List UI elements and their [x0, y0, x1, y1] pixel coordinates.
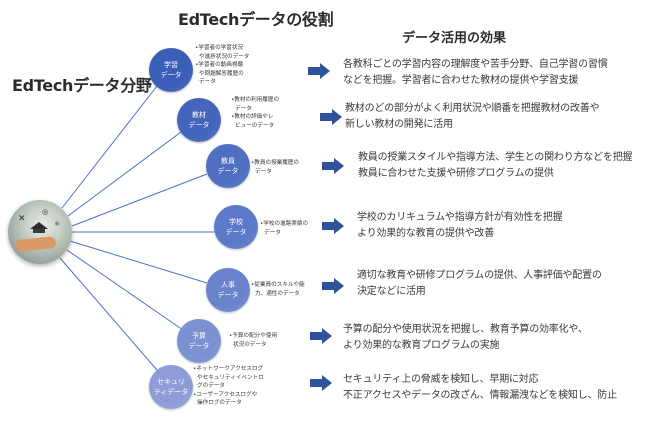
node-security-data: セキュリ ティデータ — [149, 365, 193, 409]
bullet-line: データ — [235, 105, 252, 112]
effect-line: 各教科ごとの学習内容の理解度や苦手分野、自己学習の習慣 — [343, 59, 608, 70]
bullets-teacher: •教員の授業履歴の データ — [251, 159, 299, 176]
node-label: ティデータ — [153, 388, 189, 396]
node-label: データ — [225, 228, 247, 236]
bullets-school: •学校の進路実績の データ — [260, 220, 308, 237]
effect-line: より効果的な教育の提供や改善 — [357, 228, 494, 239]
effect-line: 教材のどの部分がよく利用状況や順番を把握教材の改善や — [345, 103, 600, 114]
connector-line-teacher — [71, 173, 208, 227]
effect-line: 適切な教育や研修プログラムの提供、人事評価や配置の — [357, 270, 602, 281]
node-label: 予算 — [192, 332, 206, 340]
bullet-line: データ — [255, 168, 272, 175]
bullet-line: •予算の配分や使用 — [229, 333, 278, 339]
bullet-line: •学習者の動画視聴 — [195, 62, 244, 69]
effect-line: 新しい教材の開発に活用 — [345, 119, 453, 130]
bullet-line: •教材の利用履歴の — [231, 97, 280, 103]
node-label: 学習 — [164, 61, 178, 69]
node-label: データ — [160, 71, 182, 79]
bullet-line: •従業員のスキルや能 — [251, 282, 305, 288]
effect-line: 教員に合わせた支援や研修プログラムの提供 — [358, 168, 554, 179]
effect-line: 学校のカリキュラムや指導方針が有効性を把握 — [357, 212, 563, 223]
effect-line: セキュリティ上の脅威を検知し、早期に対応 — [343, 374, 539, 385]
node-teacher-data: 教員 データ — [206, 144, 250, 188]
bullet-line: ビューのデータ — [235, 122, 275, 129]
bullet-line: •教材の評価やレ — [231, 114, 274, 121]
molecule-icon: ✕ — [18, 214, 26, 224]
node-label: 教材 — [192, 111, 206, 119]
node-label: データ — [217, 167, 239, 175]
connector-line-budget — [66, 249, 184, 331]
bullet-line: 状況のデータ — [233, 341, 267, 348]
node-school-data: 学校 データ — [214, 205, 258, 249]
effect-line: 教員の授業スタイルや指導方法、学生との関わり方などを把握 — [358, 152, 633, 163]
bullet-line: •ユーザーアクセスログや — [193, 391, 258, 398]
bullets-learning: •学習者の学習状況 や進捗状況のデータ •学習者の動画視聴 や問題解答履歴の デ… — [195, 44, 249, 87]
bullet-line: やセキュリティイベントロ — [197, 374, 264, 381]
main-title: EdTechデータの役割 — [178, 10, 334, 29]
node-learning-data: 学習 データ — [149, 48, 193, 92]
node-materials-data: 教材 データ — [177, 98, 221, 142]
right-arrow-icon — [322, 218, 344, 234]
effect-security: セキュリティ上の脅威を検知し、早期に対応 不正アクセスやデータの改ざん、情報漏洩… — [343, 372, 617, 404]
effect-school: 学校のカリキュラムや指導方針が有効性を把握 より効果的な教育の提供や改善 — [357, 210, 563, 242]
node-label: セキュリ — [157, 378, 185, 386]
effect-teacher: 教員の授業スタイルや指導方法、学生との関わり方などを把握 教員に合わせた支援や研… — [358, 150, 633, 182]
open-hand-icon — [15, 235, 57, 253]
connector-line-learning — [61, 85, 158, 209]
effect-line: などを把握。学習者に合わせた教材の提供や学習支援 — [343, 75, 579, 86]
bullet-line: グのデータ — [197, 383, 225, 390]
connector-line-materials — [67, 131, 182, 217]
bullets-security: •ネットワークアクセスログ やセキュリティイベントロ グのデータ •ユーザーアク… — [193, 365, 264, 408]
atom-icon: ⚛ — [54, 220, 61, 228]
edtech-hub-image: ◎ ✕ ⚛ — [8, 200, 72, 264]
right-arrow-icon — [310, 328, 332, 344]
node-budget-data: 予算 データ — [177, 319, 221, 363]
effect-learning: 各教科ごとの学習内容の理解度や苦手分野、自己学習の習慣 などを把握。学習者に合わ… — [343, 57, 608, 89]
effect-line: より効果的な教育プログラムの実施 — [343, 340, 500, 351]
node-label: データ — [188, 121, 210, 129]
graduation-cap-icon — [30, 222, 48, 229]
effect-budget: 予算の配分や使用状況を把握し、教育予算の効率化や、 より効果的な教育プログラムの… — [343, 322, 588, 354]
right-arrow-icon — [322, 278, 344, 294]
connector-line-security — [59, 257, 158, 371]
effect-materials: 教材のどの部分がよく利用状況や順番を把握教材の改善や 新しい教材の開発に活用 — [345, 101, 600, 133]
effect-line: 不正アクセスやデータの改ざん、情報漏洩などを検知し、防止 — [343, 390, 617, 401]
bullet-line: 力、適性のデータ — [255, 290, 300, 297]
node-hr-data: 人事 データ — [206, 268, 250, 312]
right-arrow-icon — [322, 158, 344, 174]
effect-line: 決定などに活用 — [357, 286, 426, 297]
graduation-cap-base — [33, 229, 45, 233]
bullet-line: データ — [264, 229, 281, 236]
right-arrow-icon — [310, 375, 332, 391]
bullets-budget: •予算の配分や使用 状況のデータ — [229, 332, 277, 349]
data-fields-title: EdTechデータ分野 — [12, 76, 152, 95]
bullet-line: •学校の進路実績の — [260, 221, 309, 227]
right-arrow-icon — [308, 63, 330, 79]
node-label: 学校 — [229, 218, 243, 226]
globe-icon: ◎ — [42, 208, 49, 216]
bullets-materials: •教材の利用履歴の データ •教材の評価やレ ビューのデータ — [231, 96, 279, 130]
bullet-line: •ネットワークアクセスログ — [193, 366, 264, 372]
bullets-hr: •従業員のスキルや能 力、適性のデータ — [251, 281, 305, 298]
bullet-line: 操作ログのデータ — [197, 400, 242, 407]
bullet-line: •学習者の学習状況 — [195, 45, 244, 51]
right-arrow-icon — [320, 109, 342, 125]
effect-line: 予算の配分や使用状況を把握し、教育予算の効率化や、 — [343, 324, 588, 335]
bullet-line: や進捗状況のデータ — [199, 53, 250, 60]
node-label: 人事 — [221, 281, 235, 289]
bullet-line: •教員の授業履歴の — [251, 160, 300, 166]
effect-hr: 適切な教育や研修プログラムの提供、人事評価や配置の 決定などに活用 — [357, 268, 602, 300]
connector-line-hr — [69, 240, 208, 284]
bullet-line: や問題解答履歴の — [199, 70, 244, 77]
effects-title: データ活用の効果 — [402, 31, 507, 46]
node-label: データ — [188, 342, 210, 350]
node-label: データ — [217, 291, 239, 299]
bullet-line: データ — [199, 79, 216, 86]
node-label: 教員 — [221, 157, 235, 165]
